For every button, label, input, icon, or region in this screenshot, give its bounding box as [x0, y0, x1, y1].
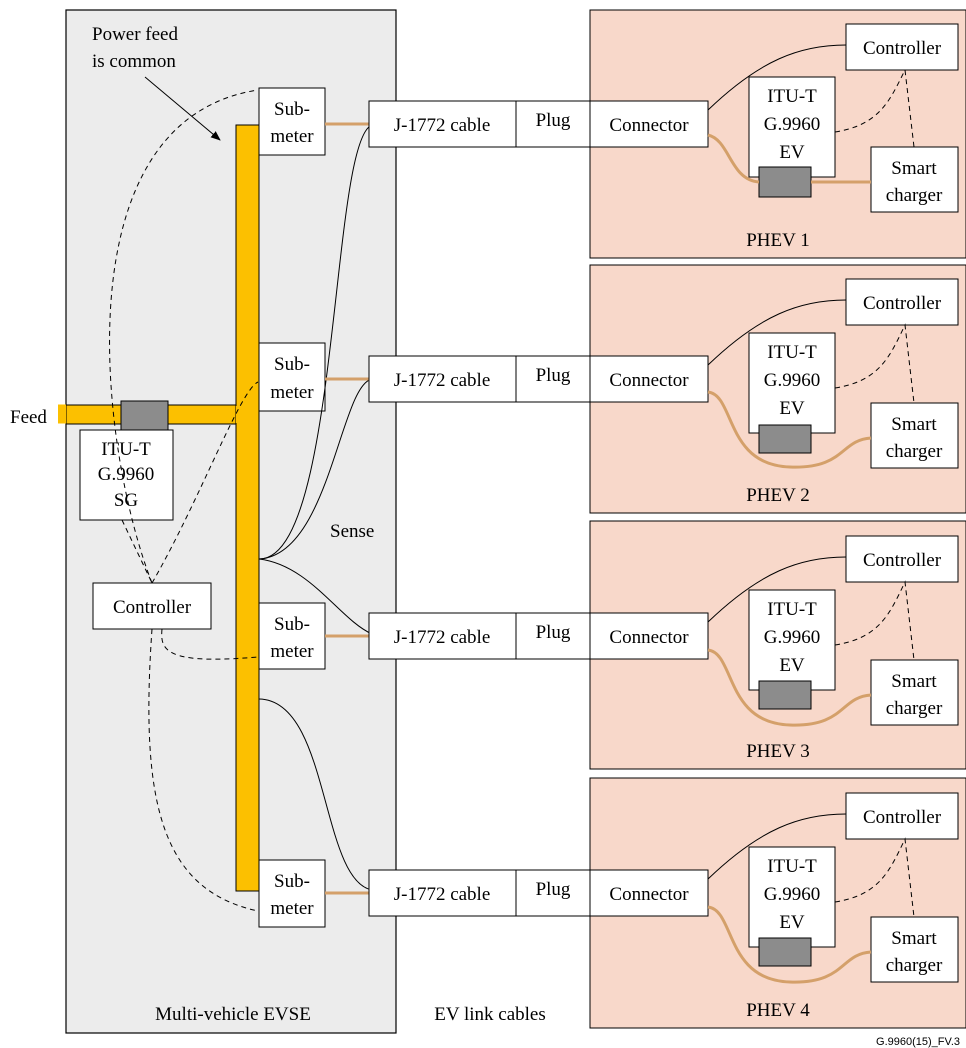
phev-4-modem-line3: EV — [779, 912, 805, 933]
phev-3-charger-line1: Smart — [891, 671, 937, 692]
sg-modem-line3: SG — [114, 490, 139, 511]
phev-3-connector: Connector — [609, 627, 689, 648]
phev-1-charger-line1: Smart — [891, 158, 937, 179]
power-feed-arrow — [144, 76, 221, 141]
plug-3-label: Plug — [536, 622, 571, 643]
submeter-3-line1: Sub- — [274, 614, 310, 635]
submeter-2: Sub- meter — [258, 342, 326, 412]
phev-1-modem-line1: ITU-T — [767, 86, 817, 107]
phev-4-connector: Connector — [609, 884, 689, 905]
sense-lines — [258, 124, 373, 891]
submeter-2-line2: meter — [270, 382, 314, 403]
submeter-2-line1: Sub- — [274, 354, 310, 375]
figure-id: G.9960(15)_FV.3 — [876, 1036, 960, 1048]
plug-2-label: Plug — [536, 365, 571, 386]
phev-2-modem-line3: EV — [779, 398, 805, 419]
submeter-power-lines — [325, 122, 372, 895]
phev-1-name: PHEV 1 — [746, 230, 810, 251]
evse-controller-label: Controller — [113, 597, 192, 618]
phev-4-charger-line2: charger — [886, 955, 943, 976]
phev-2-modem-line2: G.9960 — [764, 370, 820, 391]
ev-link-cables-label: EV link cables — [434, 1004, 546, 1025]
feed-label: Feed — [10, 407, 47, 428]
phev-3-modem-line3: EV — [779, 655, 805, 676]
submeter-4-line1: Sub- — [274, 871, 310, 892]
submeter-1: Sub- meter — [258, 87, 326, 156]
phev-1: Connector Controller ITU-T G.9960 EV Sma… — [589, 9, 966, 259]
phev-3-modem-line1: ITU-T — [767, 599, 817, 620]
phev-2-modem-line1: ITU-T — [767, 342, 817, 363]
phev-4-charger-line1: Smart — [891, 928, 937, 949]
phev-2-charger-line1: Smart — [891, 414, 937, 435]
submeter-4: Sub- meter — [258, 859, 326, 928]
phev-2-charger-line2: charger — [886, 441, 943, 462]
phev-2-controller: Controller — [863, 293, 942, 314]
submeter-1-line1: Sub- — [274, 99, 310, 120]
phev-2: Connector Controller ITU-T G.9960 EV Sma… — [589, 264, 966, 514]
phev-4: Connector Controller ITU-T G.9960 EV Sma… — [589, 777, 966, 1029]
evse-label: Multi-vehicle EVSE — [155, 1004, 311, 1025]
phev-1-charger-line2: charger — [886, 185, 943, 206]
phev-4-modem-line2: G.9960 — [764, 884, 820, 905]
cable-1-label: J-1772 cable — [394, 115, 491, 136]
phev-2-name: PHEV 2 — [746, 485, 810, 506]
phev-3-name: PHEV 3 — [746, 741, 810, 762]
phev-1-connector: Connector — [609, 115, 689, 136]
phev-1-controller: Controller — [863, 38, 942, 59]
cable-row-1: J-1772 cable Plug — [368, 100, 591, 148]
phev-1-modem-line2: G.9960 — [764, 114, 820, 135]
phev-3-charger-line2: charger — [886, 698, 943, 719]
phev-3-modem-line2: G.9960 — [764, 627, 820, 648]
phev-2-connector: Connector — [609, 370, 689, 391]
cable-row-3: J-1772 cable Plug — [368, 612, 591, 660]
phev-3-controller: Controller — [863, 550, 942, 571]
submeter-4-line2: meter — [270, 898, 314, 919]
submeter-3-line2: meter — [270, 641, 314, 662]
cable-3-label: J-1772 cable — [394, 627, 491, 648]
phev-1-modem-line3: EV — [779, 142, 805, 163]
sg-modem-line1: ITU-T — [101, 439, 151, 460]
phev-4-controller: Controller — [863, 807, 942, 828]
power-feed-note-line2: is common — [92, 51, 176, 72]
cable-4-label: J-1772 cable — [394, 884, 491, 905]
phev-3: Connector Controller ITU-T G.9960 EV Sma… — [589, 520, 966, 770]
plug-1-label: Plug — [536, 110, 571, 131]
phev-4-name: PHEV 4 — [746, 1000, 810, 1021]
sg-modem-line2: G.9960 — [98, 464, 154, 485]
vertical-bus — [235, 124, 260, 892]
cable-row-4: J-1772 cable Plug — [368, 869, 591, 917]
sg-modem-box — [79, 429, 174, 521]
evse-control-lines — [109, 89, 259, 912]
submeter-1-line2: meter — [270, 126, 314, 147]
sense-label: Sense — [330, 521, 374, 542]
cable-2-label: J-1772 cable — [394, 370, 491, 391]
phev-4-modem-line1: ITU-T — [767, 856, 817, 877]
submeter-3: Sub- meter — [258, 602, 326, 670]
evse-panel — [65, 9, 397, 1034]
cable-row-2: J-1772 cable Plug — [368, 355, 591, 403]
plug-4-label: Plug — [536, 879, 571, 900]
sg-modem-block — [120, 400, 169, 431]
power-feed-note-line1: Power feed — [92, 24, 178, 45]
